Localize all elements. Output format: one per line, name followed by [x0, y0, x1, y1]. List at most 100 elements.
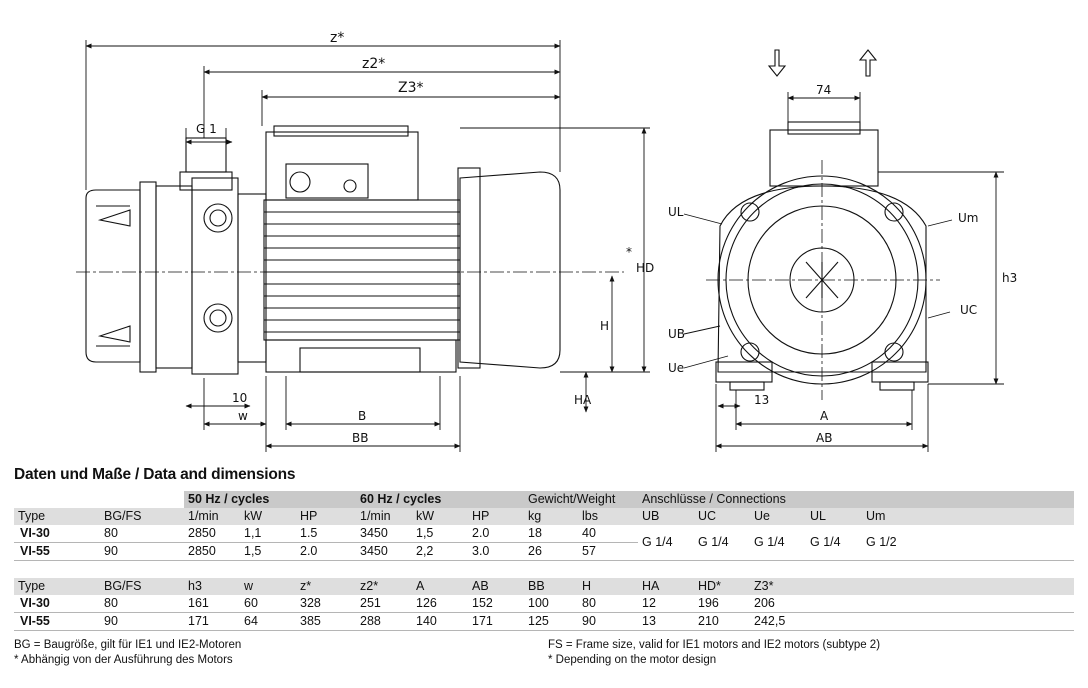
table-row: VI-55 90 2850 1,5 2.0 3450 2,2 3.0 26 57 — [14, 542, 1074, 561]
cell: 3450 — [356, 542, 412, 561]
table-row: VI-30 80 161 60 328 251 126 152 100 80 1… — [14, 595, 1074, 613]
cell: 100 — [524, 595, 578, 613]
col-ue: Ue — [750, 508, 806, 525]
cell: 328 — [296, 595, 356, 613]
cell: 26 — [524, 542, 578, 561]
group-50hz: 50 Hz / cycles — [184, 491, 356, 508]
group-60hz: 60 Hz / cycles — [356, 491, 524, 508]
cell: 126 — [412, 595, 468, 613]
cell-type: VI-55 — [14, 542, 100, 561]
dim-a: A — [820, 409, 829, 423]
cell: 196 — [694, 595, 750, 613]
dim-ha: HA — [574, 393, 592, 407]
cell: 90 — [100, 612, 184, 631]
cell: 3450 — [356, 525, 412, 543]
dim-hd: HD — [636, 261, 654, 275]
cell-conn-ul: G 1/4 — [806, 525, 862, 561]
cell: 210 — [694, 612, 750, 631]
cell: 1,5 — [240, 542, 296, 561]
dim-bb: BB — [352, 431, 368, 445]
dim-b: B — [358, 409, 366, 423]
cell: 40 — [578, 525, 638, 543]
table-header-group-row: 50 Hz / cycles 60 Hz / cycles Gewicht/We… — [14, 491, 1074, 508]
col-a: A — [412, 578, 468, 595]
cell: 288 — [356, 612, 412, 631]
col-bb: BB — [524, 578, 578, 595]
dim-h: H — [600, 319, 609, 333]
cell: 2.0 — [468, 525, 524, 543]
col-ha: HA — [638, 578, 694, 595]
cell: 385 — [296, 612, 356, 631]
col-um: Um — [862, 508, 1074, 525]
col-kw-50: kW — [240, 508, 296, 525]
front-dimensions — [683, 92, 1004, 452]
col-uc: UC — [694, 508, 750, 525]
section-title: Daten und Maße / Data and dimensions — [14, 466, 296, 483]
col-rpm-50: 1/min — [184, 508, 240, 525]
col-type: Type — [14, 578, 100, 595]
cell: 140 — [412, 612, 468, 631]
dim-z2: z2* — [362, 56, 385, 72]
front-dimension-labels: 74 UL Um UB UC Ue 13 A AB h3 — [668, 83, 1017, 445]
cell: 251 — [356, 595, 412, 613]
col-ab: AB — [468, 578, 524, 595]
footnotes-right: FS = Frame size, valid for IE1 motors an… — [548, 638, 880, 668]
cell: 80 — [100, 595, 184, 613]
cell: 2850 — [184, 542, 240, 561]
col-kw-60: kW — [412, 508, 468, 525]
cell: 64 — [240, 612, 296, 631]
cell-conn-uc: G 1/4 — [694, 525, 750, 561]
cell: 13 — [638, 612, 694, 631]
dim-74: 74 — [816, 83, 831, 97]
dim-z: z* — [330, 30, 344, 46]
table-header-row: Type BG/FS 1/min kW HP 1/min kW HP kg lb… — [14, 508, 1074, 525]
label-ue: Ue — [668, 361, 684, 375]
cell: 90 — [100, 542, 184, 561]
cell: 242,5 — [750, 612, 1074, 631]
table-row: VI-55 90 171 64 385 288 140 171 125 90 1… — [14, 612, 1074, 631]
cell: 125 — [524, 612, 578, 631]
col-kg: kg — [524, 508, 578, 525]
cell: 2850 — [184, 525, 240, 543]
cell: 1,5 — [412, 525, 468, 543]
col-hp-60: HP — [468, 508, 524, 525]
dim-hd-asterisk: * — [626, 245, 632, 259]
dim-z3: Z3* — [398, 80, 424, 96]
cell: 171 — [184, 612, 240, 631]
cell: 161 — [184, 595, 240, 613]
cell: 60 — [240, 595, 296, 613]
cell: 2.0 — [296, 542, 356, 561]
data-table-dimensions: Type BG/FS h3 w z* z2* A AB BB H HA HD* … — [14, 578, 1074, 631]
dim-g1: G 1 — [196, 122, 217, 136]
dim-ab: AB — [816, 431, 832, 445]
group-connections: Anschlüsse / Connections — [638, 491, 1074, 508]
table-header-row: Type BG/FS h3 w z* z2* A AB BB H HA HD* … — [14, 578, 1074, 595]
col-ul: UL — [806, 508, 862, 525]
label-um: Um — [958, 211, 978, 225]
label-ub: UB — [668, 327, 685, 341]
footnote-fs: FS = Frame size, valid for IE1 motors an… — [548, 639, 881, 651]
cell-conn-ue: G 1/4 — [750, 525, 806, 561]
cell: 12 — [638, 595, 694, 613]
col-bgfs: BG/FS — [100, 508, 184, 525]
cell: 57 — [578, 542, 638, 561]
cell: 1.5 — [296, 525, 356, 543]
blank-cell — [14, 491, 184, 508]
cell: 90 — [578, 612, 638, 631]
data-table-performance: 50 Hz / cycles 60 Hz / cycles Gewicht/We… — [14, 491, 1074, 561]
cell: 2,2 — [412, 542, 468, 561]
label-ul: UL — [668, 205, 684, 219]
cell: 206 — [750, 595, 1074, 613]
table-row: VI-30 80 2850 1,1 1.5 3450 1,5 2.0 18 40… — [14, 525, 1074, 561]
col-h3: h3 — [184, 578, 240, 595]
cell: 1,1 — [240, 525, 296, 543]
footnotes-left: BG = Baugröße, gilt für IE1 und IE2-Moto… — [14, 638, 241, 668]
col-z3: Z3* — [750, 578, 1074, 595]
cell: 80 — [100, 525, 184, 543]
footnote-bg: BG = Baugröße, gilt für IE1 und IE2-Moto… — [14, 639, 242, 651]
cell-conn-um: G 1/2 — [862, 525, 1074, 561]
col-z2: z2* — [356, 578, 412, 595]
col-z: z* — [296, 578, 356, 595]
cell: 80 — [578, 595, 638, 613]
technical-drawing: z* z2* Z3* G 1 10 w B BB H HA HD * — [76, 30, 1017, 452]
